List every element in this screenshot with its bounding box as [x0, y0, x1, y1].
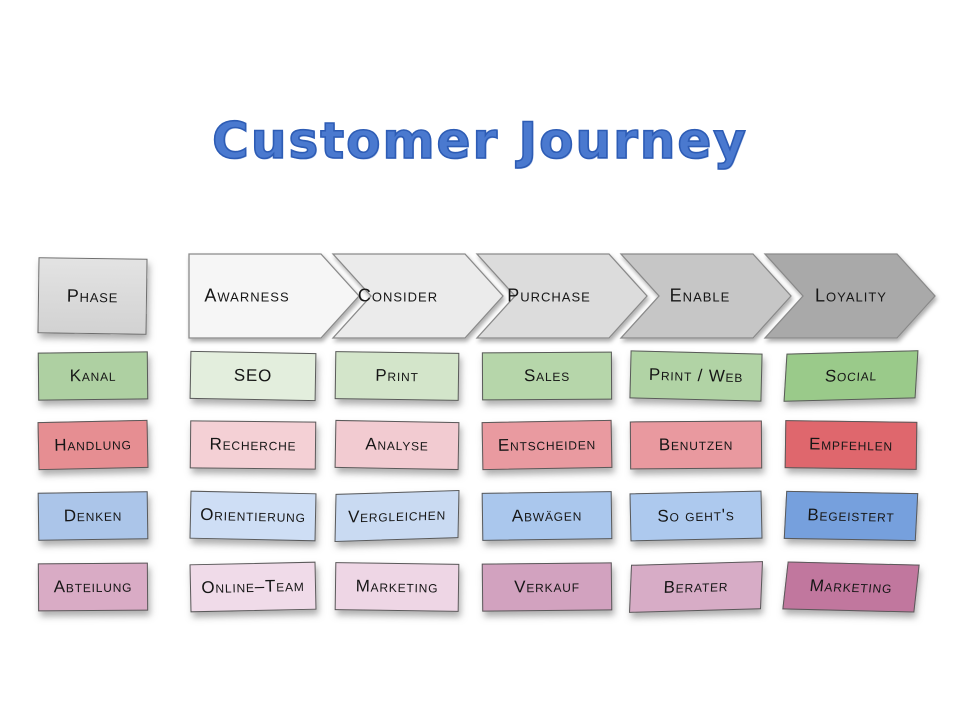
box-label: Vergleichen — [347, 504, 447, 527]
cell-denken-so-geht-s: So geht's — [629, 490, 763, 542]
box-label: Kanal — [69, 365, 117, 386]
row-header-kanal: Kanal — [37, 351, 149, 401]
box-label: Recherche — [209, 434, 297, 455]
box-label: Benutzen — [658, 434, 734, 455]
box-label: Empfehlen — [808, 434, 894, 455]
cell-denken-begeistert: Begeistert — [783, 490, 919, 542]
slide-title: Customer Journey — [211, 111, 748, 171]
box-label: Begeistert — [806, 505, 896, 526]
box-label: Verkauf — [514, 576, 580, 597]
cell-abteilung-berater: Berater — [629, 561, 763, 613]
cell-abteilung-marketing: Marketing — [334, 562, 460, 612]
box-label: SEO — [233, 365, 273, 386]
cell-kanal-social: Social — [783, 350, 919, 402]
cell-abteilung-marketing: Marketing — [782, 561, 920, 613]
cell-handlung-benutzen: Benutzen — [629, 420, 763, 470]
box-label: Denken — [63, 505, 123, 526]
phase-arrows — [188, 253, 936, 339]
cell-abteilung-online-team: Online–Team — [189, 561, 317, 613]
box-label: Abwägen — [511, 505, 583, 526]
cell-abteilung-verkauf: Verkauf — [481, 562, 613, 612]
box-label: So geht's — [657, 505, 735, 526]
box-label: Social — [824, 365, 878, 386]
stage-label-consider: Consider — [357, 285, 439, 306]
cell-handlung-recherche: Recherche — [189, 420, 317, 470]
row-header-phase: Phase — [37, 257, 148, 335]
stage-arrow-consider — [331, 253, 504, 339]
box-label: Print — [375, 365, 419, 386]
cell-handlung-entscheiden: Entscheiden — [481, 419, 613, 471]
box-label: Analyse — [365, 434, 429, 455]
box-label: Print / Web — [648, 364, 744, 387]
stage-arrow-awarness — [188, 253, 360, 339]
box-label: Orientierung — [200, 504, 306, 527]
row-header-handlung: Handlung — [37, 419, 149, 471]
cell-handlung-analyse: Analyse — [334, 419, 460, 471]
row-header-denken: Denken — [37, 491, 149, 541]
stage-label-purchase: Purchase — [507, 285, 591, 306]
stage-label-loyality: Loyality — [815, 285, 887, 306]
box-label: Handlung — [54, 434, 132, 455]
box-label: Marketing — [355, 576, 439, 597]
box-label: Abteilung — [53, 576, 133, 597]
cell-kanal-print: Print — [334, 351, 460, 401]
box-label: Marketing — [808, 576, 894, 597]
cell-handlung-empfehlen: Empfehlen — [784, 420, 918, 470]
cell-kanal-seo: SEO — [189, 350, 317, 402]
box-label: Entscheiden — [497, 434, 597, 455]
cell-denken-orientierung: Orientierung — [189, 490, 317, 542]
row-header-phase-label: Phase — [66, 285, 119, 306]
cell-kanal-print-web: Print / Web — [629, 350, 763, 402]
cell-denken-vergleichen: Vergleichen — [334, 490, 460, 542]
stage-label-enable: Enable — [669, 285, 731, 306]
row-header-abteilung: Abteilung — [37, 562, 149, 612]
box-label: Berater — [663, 576, 729, 597]
cell-denken-abwägen: Abwägen — [481, 491, 613, 541]
stage-label-awarness: Awarness — [204, 285, 290, 306]
stage-arrow-purchase — [475, 253, 648, 339]
stage-arrow-loyality — [763, 253, 936, 339]
box-label: Online–Team — [201, 575, 305, 598]
cell-kanal-sales: Sales — [481, 351, 613, 401]
stage-arrow-enable — [619, 253, 792, 339]
box-label: Sales — [523, 365, 571, 386]
